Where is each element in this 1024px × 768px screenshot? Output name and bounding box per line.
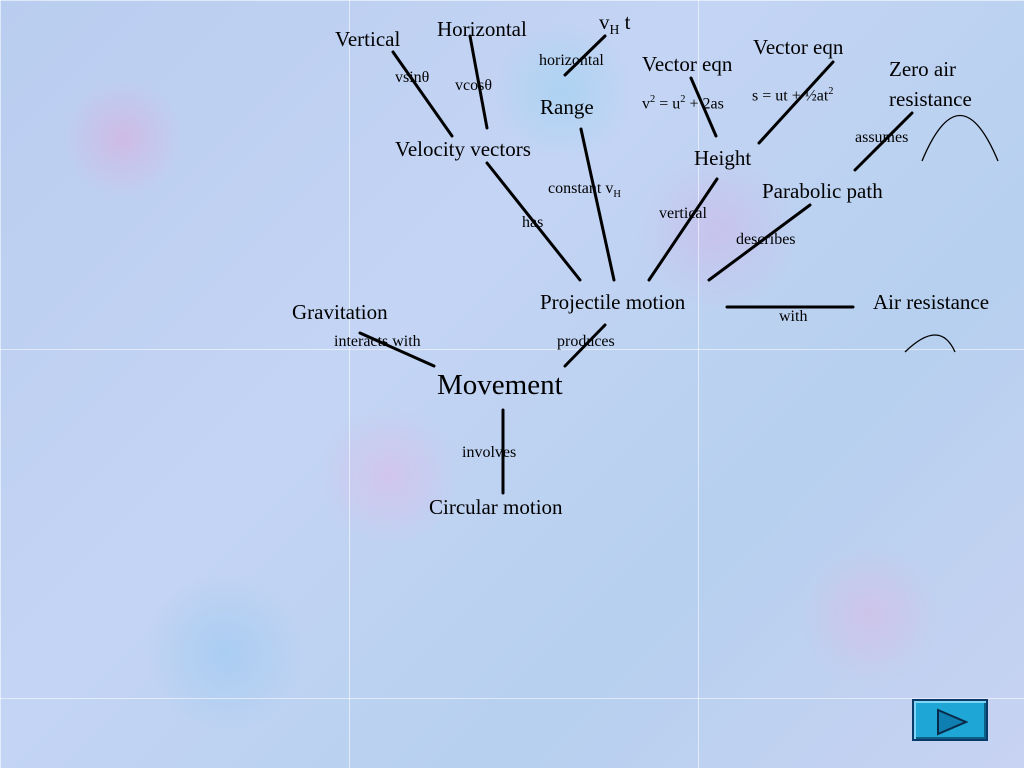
- node-movement: Movement: [437, 369, 563, 401]
- link-velocity-vertical: [391, 50, 454, 138]
- node-gravitation: Gravitation: [292, 300, 388, 324]
- vh-suffix: t: [619, 10, 631, 34]
- link-parabolic-zero: [853, 111, 914, 172]
- constant-main: constant v: [548, 180, 614, 197]
- constant-sub: H: [613, 189, 621, 201]
- link-velocity-horizontal: [468, 34, 489, 130]
- vh-sub: H: [609, 22, 620, 38]
- label-horizontal: horizontal: [539, 52, 604, 69]
- zero-air-line-2: resistance: [889, 87, 972, 111]
- node-vh-t: vH t: [599, 12, 630, 37]
- node-vector-eqn-1: Vector eqn: [642, 52, 733, 76]
- node-circular-motion: Circular motion: [429, 495, 563, 519]
- link-range-vh: [563, 34, 607, 77]
- label-equation-v2: v2 = u2 + 2as: [642, 94, 724, 113]
- label-vertical: vertical: [659, 205, 707, 222]
- play-icon: [937, 708, 968, 736]
- node-horizontal: Horizontal: [437, 17, 527, 41]
- eq1-end: + 2as: [685, 95, 724, 113]
- label-interacts-with: interacts with: [334, 333, 421, 350]
- eq1-v: v: [642, 95, 650, 113]
- label-vsin: vsinθ: [395, 69, 430, 86]
- label-with: with: [779, 308, 808, 325]
- link-projectile-range: [579, 127, 616, 282]
- label-constant-vh: constant vH: [548, 181, 621, 201]
- label-assumes: assumes: [855, 129, 909, 146]
- label-involves: involves: [462, 444, 517, 461]
- link-height-vector2: [757, 60, 835, 145]
- label-has: has: [522, 214, 544, 231]
- trajectory-curve-air-resistance: [904, 334, 956, 353]
- node-vector-eqn-2: Vector eqn: [753, 35, 844, 59]
- node-parabolic-path: Parabolic path: [762, 179, 883, 203]
- node-range: Range: [540, 95, 594, 119]
- label-produces: produces: [557, 333, 615, 350]
- parabola-curve-zero-air: [921, 115, 999, 162]
- label-equation-s: s = ut + ½at2: [752, 86, 834, 105]
- label-describes: describes: [736, 231, 796, 248]
- link-projectile-velocity: [485, 161, 582, 282]
- node-projectile-motion: Projectile motion: [540, 290, 686, 314]
- link-projectile-height: [647, 177, 719, 282]
- next-slide-button[interactable]: [912, 699, 988, 741]
- link-height-vector1: [689, 76, 718, 138]
- node-height: Height: [694, 146, 752, 170]
- label-vcos: vcosθ: [455, 77, 492, 94]
- link-gravitation-movement: [358, 331, 436, 368]
- node-velocity-vectors: Velocity vectors: [395, 137, 531, 161]
- link-projectile-parabolic: [707, 203, 812, 282]
- node-zero-air-resistance: Zero air resistance: [889, 54, 972, 114]
- eq2-exp: 2: [828, 86, 834, 97]
- eq1-exp-b: 2: [680, 94, 686, 105]
- node-vertical: Vertical: [335, 27, 401, 51]
- link-movement-projectile: [563, 323, 607, 368]
- vh-main: v: [599, 10, 610, 34]
- zero-air-line-1: Zero air: [889, 57, 957, 81]
- eq1-mid: = u: [655, 95, 681, 113]
- eq1-exp-a: 2: [650, 94, 656, 105]
- eq2-start: s = ut + ½at: [752, 87, 829, 105]
- node-air-resistance: Air resistance: [873, 290, 990, 314]
